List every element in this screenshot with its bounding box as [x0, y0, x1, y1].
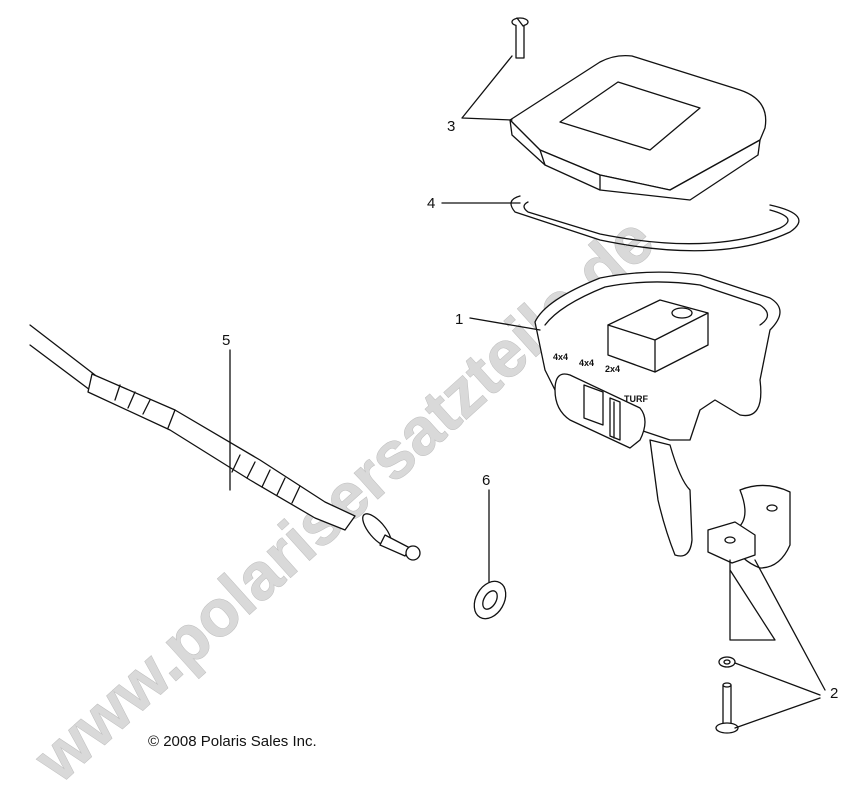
callout-6: 6	[482, 472, 490, 489]
callout-5: 5	[222, 332, 230, 349]
switch-label-4x4: 4x4	[579, 358, 594, 368]
cable-part	[29, 324, 421, 561]
cover-part	[509, 54, 767, 201]
gasket-part	[510, 195, 800, 252]
switch-label-4x4-lock: 4x4	[553, 352, 568, 362]
callout-3: 3	[447, 118, 455, 135]
clamp-part	[707, 484, 791, 569]
switch-housing-part: 4x4 4x4 2x4 TURF	[534, 271, 781, 557]
callout-2: 2	[830, 685, 838, 702]
switch-label-turf: TURF	[624, 394, 648, 404]
callout-4: 4	[427, 195, 435, 212]
bolt-part	[715, 656, 739, 734]
washer-part	[473, 580, 507, 620]
copyright-text: © 2008 Polaris Sales Inc.	[148, 733, 317, 750]
switch-label-2x4: 2x4	[605, 364, 620, 374]
screw-part	[511, 17, 529, 59]
leader-lines	[229, 55, 826, 729]
callout-1: 1	[455, 311, 463, 328]
